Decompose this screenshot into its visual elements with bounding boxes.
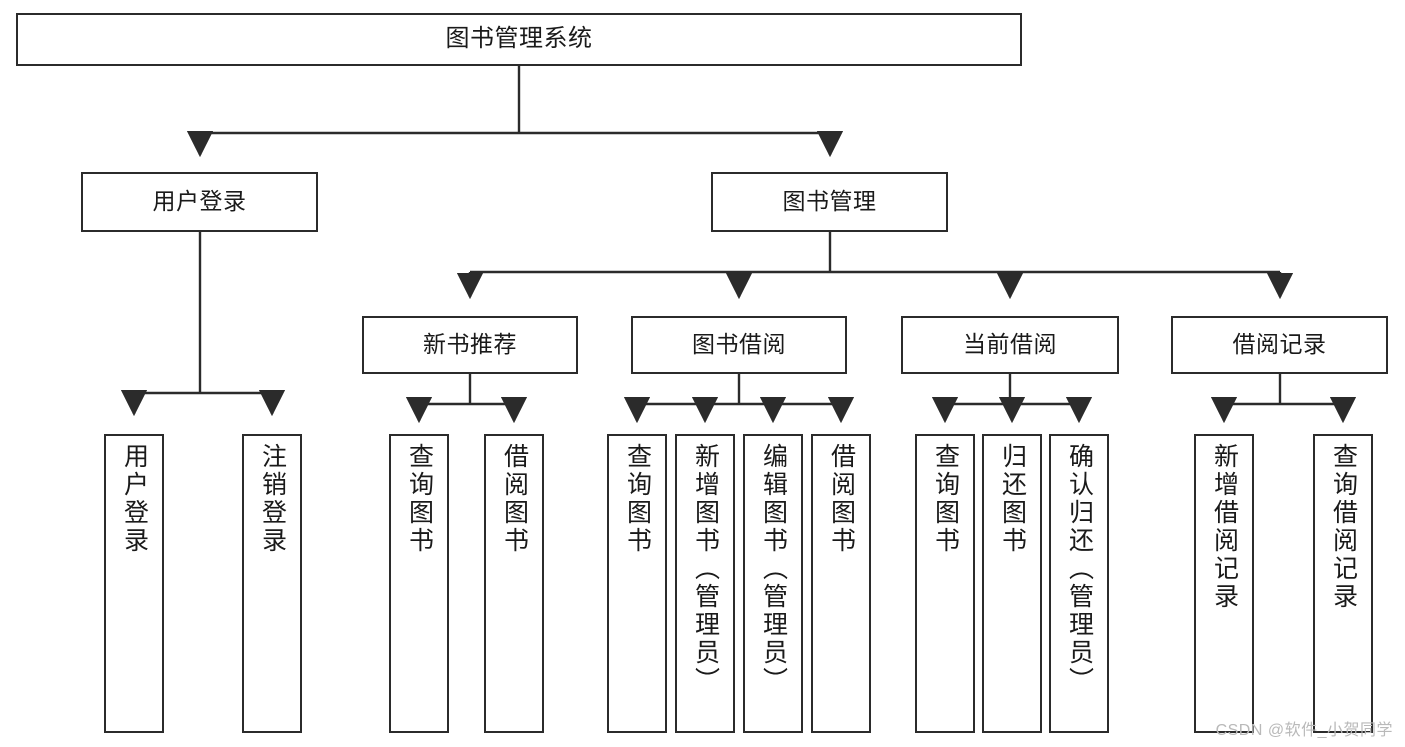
node-root-book-management-system[interactable]: 图书管理系统 [16,13,1022,66]
node-label: 用户登录 [152,188,247,215]
node-label: 查询图书 [623,443,652,555]
node-book-borrow[interactable]: 图书借阅 [631,316,847,374]
leaf-new-book-borrow-book[interactable]: 借阅图书 [484,434,544,733]
node-label: 当前借阅 [963,331,1057,358]
node-label: 查询借阅记录 [1329,443,1358,611]
leaf-borrow-record-query-record[interactable]: 查询借阅记录 [1313,434,1373,733]
node-label: 借阅记录 [1232,331,1327,358]
leaf-user-login-logout[interactable]: 注销登录 [242,434,302,733]
node-label: 查询图书 [405,443,434,555]
node-label: 编辑图书（管理员） [759,443,788,695]
node-label: 图书管理系统 [445,25,593,53]
node-borrow-record[interactable]: 借阅记录 [1171,316,1388,374]
leaf-current-borrow-query-book[interactable]: 查询图书 [915,434,975,733]
node-label: 图书管理 [782,188,877,215]
node-label: 借阅图书 [500,443,529,555]
node-label: 新增借阅记录 [1210,443,1239,611]
leaf-book-borrow-edit-book-admin[interactable]: 编辑图书（管理员） [743,434,803,733]
leaf-current-borrow-return-book[interactable]: 归还图书 [982,434,1042,733]
leaf-current-borrow-confirm-return-admin[interactable]: 确认归还（管理员） [1049,434,1109,733]
leaf-book-borrow-query-book[interactable]: 查询图书 [607,434,667,733]
node-new-book-recommend[interactable]: 新书推荐 [362,316,578,374]
node-current-borrow[interactable]: 当前借阅 [901,316,1119,374]
leaf-book-borrow-add-book-admin[interactable]: 新增图书（管理员） [675,434,735,733]
leaf-new-book-query-book[interactable]: 查询图书 [389,434,449,733]
node-label: 借阅图书 [827,443,856,555]
node-label: 注销登录 [258,443,287,555]
node-user-login[interactable]: 用户登录 [81,172,318,232]
node-label: 新增图书（管理员） [691,443,720,695]
node-label: 确认归还（管理员） [1065,443,1094,695]
node-label: 图书借阅 [692,331,786,358]
csdn-watermark: CSDN @软件_小贺同学 [1215,722,1393,739]
node-label: 归还图书 [998,443,1027,555]
leaf-borrow-record-add-record[interactable]: 新增借阅记录 [1194,434,1254,733]
node-label: 新书推荐 [423,331,517,358]
node-label: 查询图书 [931,443,960,555]
node-label: 用户登录 [120,443,149,555]
leaf-book-borrow-borrow-book[interactable]: 借阅图书 [811,434,871,733]
node-book-management[interactable]: 图书管理 [711,172,948,232]
leaf-user-login-login[interactable]: 用户登录 [104,434,164,733]
